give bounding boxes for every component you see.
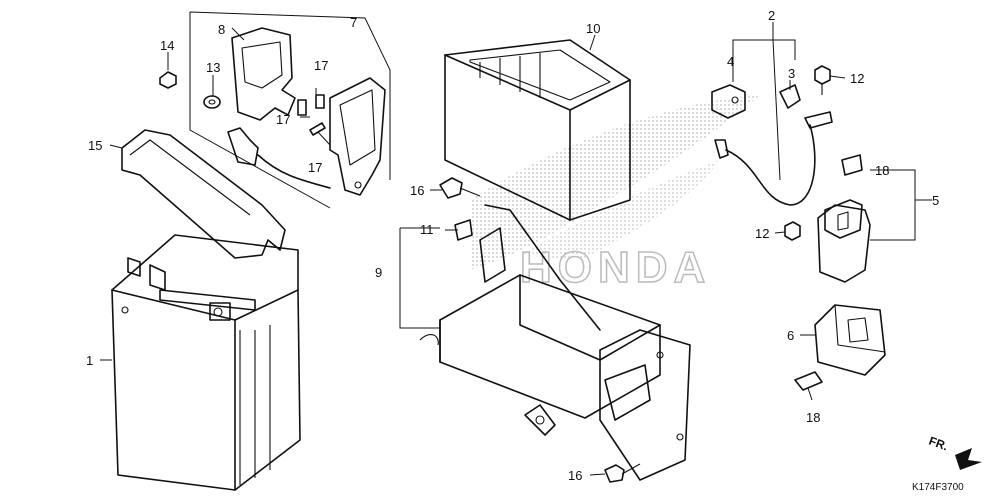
bolt-16-upper bbox=[439, 177, 481, 199]
bolt-16-lower bbox=[604, 463, 641, 483]
battery-tray bbox=[419, 204, 691, 481]
fuse-18-lower bbox=[794, 371, 823, 391]
callout-18-lower: 18 bbox=[806, 410, 820, 425]
starter-relay bbox=[817, 199, 871, 283]
front-label: FR. bbox=[927, 434, 950, 454]
callout-2: 2 bbox=[768, 8, 775, 23]
callout-17-b: 17 bbox=[276, 112, 290, 127]
callout-4: 4 bbox=[727, 54, 734, 69]
callout-15: 15 bbox=[88, 138, 102, 153]
callout-10: 10 bbox=[586, 21, 600, 36]
fuse-18-upper bbox=[841, 154, 863, 176]
callout-17-c: 17 bbox=[308, 160, 322, 175]
callout-16-upper: 16 bbox=[410, 183, 424, 198]
nut-14 bbox=[159, 71, 177, 89]
callout-7: 7 bbox=[350, 15, 357, 30]
terminal-cover-4 bbox=[711, 84, 746, 119]
battery-case bbox=[444, 39, 631, 221]
battery bbox=[111, 234, 301, 491]
relay-cover bbox=[814, 304, 886, 376]
callout-1: 1 bbox=[86, 353, 93, 368]
callout-9: 9 bbox=[375, 265, 382, 280]
callout-16-lower: 16 bbox=[568, 468, 582, 483]
callout-3: 3 bbox=[788, 66, 795, 81]
callout-14: 14 bbox=[160, 38, 174, 53]
callout-6: 6 bbox=[787, 328, 794, 343]
callout-17-a: 17 bbox=[314, 58, 328, 73]
honda-wing-watermark: HONDA bbox=[470, 95, 760, 293]
screw-12-lower bbox=[784, 221, 801, 241]
callout-13: 13 bbox=[206, 60, 220, 75]
leader-lines bbox=[100, 11, 932, 476]
cushion-11 bbox=[454, 219, 473, 241]
front-direction-arrow: FR. bbox=[927, 434, 982, 470]
fuse-box-assembly bbox=[227, 27, 386, 196]
screw-12-upper bbox=[814, 65, 831, 95]
battery-cable bbox=[714, 111, 833, 206]
callout-5: 5 bbox=[932, 193, 939, 208]
grommet-13 bbox=[203, 95, 221, 109]
battery-strap bbox=[121, 129, 286, 259]
callout-11: 11 bbox=[420, 222, 434, 237]
callout-12-upper: 12 bbox=[850, 71, 864, 86]
callout-labels: 1 2 3 4 5 6 7 8 9 10 11 12 12 13 14 15 1… bbox=[86, 8, 939, 483]
callout-12-lower: 12 bbox=[755, 226, 769, 241]
callout-18-upper: 18 bbox=[875, 163, 889, 178]
diagram-code: K174F3700 bbox=[912, 482, 964, 493]
callout-8: 8 bbox=[218, 22, 225, 37]
